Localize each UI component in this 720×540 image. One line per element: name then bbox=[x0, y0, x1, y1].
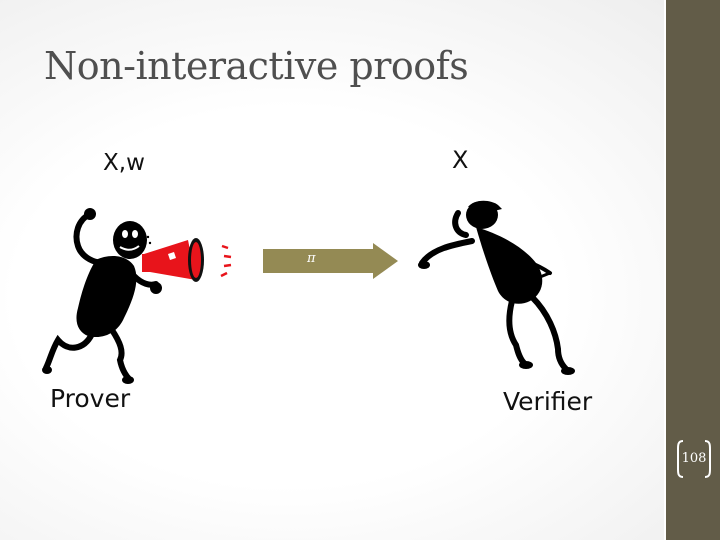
page-number: 108 bbox=[679, 451, 709, 466]
slide-title: Non-interactive proofs bbox=[44, 44, 468, 88]
verifier-input-label: X bbox=[452, 146, 468, 174]
prover-input-label: X,w bbox=[103, 150, 145, 176]
arrow-label: π bbox=[307, 251, 316, 266]
message-right-arrow-icon bbox=[263, 243, 398, 279]
verifier-label: Verifier bbox=[503, 387, 592, 416]
verifier-listening-icon bbox=[412, 193, 587, 378]
prover-label: Prover bbox=[50, 384, 130, 413]
prover-megaphone-icon bbox=[38, 200, 243, 385]
